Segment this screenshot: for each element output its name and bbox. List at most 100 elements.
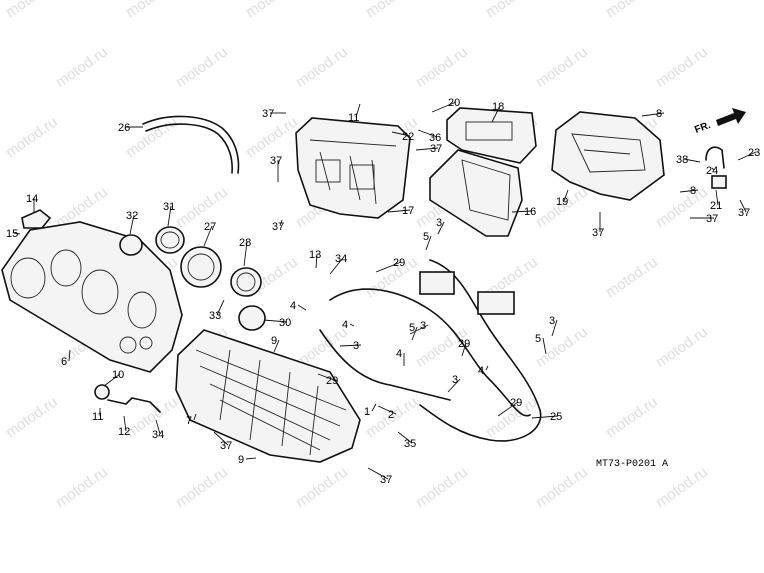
watermark: motod.ru xyxy=(3,113,61,161)
watermark: motod.ru xyxy=(173,463,231,511)
callout-c19: 19 xyxy=(556,189,569,208)
callout-number: 4 xyxy=(396,348,402,360)
callout-c3a: 3 xyxy=(436,217,445,235)
leader-line xyxy=(243,241,248,267)
callout-c16: 16 xyxy=(511,206,536,218)
watermark: motod.ru xyxy=(413,43,471,91)
callout-c37e: 37 xyxy=(592,212,604,239)
callout-c11a: 11 xyxy=(348,103,361,124)
leader-line xyxy=(317,373,335,381)
leader-line xyxy=(542,337,547,355)
callout-c24: 24 xyxy=(706,165,718,177)
callout-c5b: 5 xyxy=(409,322,418,341)
callout-number: 5 xyxy=(535,333,541,345)
callout-number: 8 xyxy=(690,185,696,197)
callout-c3b: 3 xyxy=(409,320,429,335)
leader-line xyxy=(415,147,439,151)
part-14-bracket xyxy=(21,209,52,229)
callout-c37h: 37 xyxy=(367,467,392,486)
callout-c37a: 37 xyxy=(262,108,286,120)
leader-line xyxy=(679,189,699,193)
callout-c32: 32 xyxy=(126,210,138,235)
callout-number: 3 xyxy=(549,315,555,327)
leader-line xyxy=(497,401,519,417)
callout-number: 30 xyxy=(279,317,291,329)
callout-number: 19 xyxy=(556,196,568,208)
callout-c36: 36 xyxy=(417,129,441,144)
diagram-code: MT73-P0201 A xyxy=(596,459,668,470)
callout-c12: 12 xyxy=(118,415,130,438)
part-27-speedometer xyxy=(180,246,222,288)
watermark: motod.ru xyxy=(603,253,661,301)
callout-number: 13 xyxy=(309,249,321,261)
front-direction-indicator: FR. xyxy=(693,108,746,136)
leader-line xyxy=(425,235,432,251)
watermark: motod.ru xyxy=(363,253,421,301)
part-10-sensor xyxy=(94,384,110,400)
part-1-wire-harness xyxy=(329,288,531,417)
callout-c10: 10 xyxy=(103,369,124,387)
leader-line xyxy=(367,467,389,480)
leader-line xyxy=(245,457,257,460)
watermark: motod.ru xyxy=(123,0,181,21)
part-6-meter-panel xyxy=(1,221,183,373)
leader-line xyxy=(123,415,127,432)
watermark: motod.ru xyxy=(173,183,231,231)
callout-c29a: 29 xyxy=(375,257,405,273)
part-26-hose xyxy=(142,115,240,174)
callout-number: 3 xyxy=(353,340,359,352)
callout-number: 20 xyxy=(448,97,460,109)
callout-c22: 22 xyxy=(391,131,414,143)
leader-line xyxy=(103,373,121,387)
watermark: motod.ru xyxy=(3,393,61,441)
watermark: motod.ru xyxy=(653,463,711,511)
callout-number: 37 xyxy=(738,207,750,219)
callout-c37f: 37 xyxy=(738,199,750,219)
callout-c18: 18 xyxy=(491,101,504,123)
parts-drawing xyxy=(1,107,727,463)
leader-line xyxy=(461,342,467,357)
watermark: motod.ru xyxy=(653,43,711,91)
watermark: motod.ru xyxy=(533,323,591,371)
callout-c15: 15 xyxy=(6,228,21,240)
callout-c3d: 3 xyxy=(549,315,558,337)
callout-number: 3 xyxy=(452,374,458,386)
part-30-gauge xyxy=(238,305,266,331)
callout-c4b: 4 xyxy=(342,319,355,331)
leader-line xyxy=(377,405,397,415)
callout-number: 21 xyxy=(710,200,722,212)
leader-line xyxy=(397,431,413,444)
callout-c5c: 5 xyxy=(535,333,547,355)
leader-line xyxy=(739,199,747,213)
callout-number: 25 xyxy=(550,411,562,423)
leader-line xyxy=(349,323,355,327)
callout-number: 14 xyxy=(26,193,38,205)
callout-number: 28 xyxy=(239,237,251,249)
callout-number: 37 xyxy=(270,155,282,167)
callout-number: 33 xyxy=(209,310,221,322)
leader-line xyxy=(203,225,213,247)
watermark: motod.ru xyxy=(53,43,111,91)
callout-c30: 30 xyxy=(263,317,291,329)
leader-line xyxy=(387,209,411,213)
callout-number: 32 xyxy=(126,210,138,222)
callout-c2: 2 xyxy=(377,405,397,421)
leader-line xyxy=(297,304,307,311)
callout-c38: 38 xyxy=(676,154,701,166)
callout-c37d: 37 xyxy=(272,219,284,233)
leader-line xyxy=(431,101,457,113)
callout-number: 37 xyxy=(592,227,604,239)
leader-line xyxy=(216,299,225,316)
watermark: motod.ru xyxy=(533,463,591,511)
callout-number: 37 xyxy=(272,221,284,233)
callout-c28: 28 xyxy=(239,237,251,267)
callout-number: 26 xyxy=(118,122,130,134)
leader-line xyxy=(737,151,757,161)
callout-c8a: 8 xyxy=(641,108,665,120)
watermark: motod.ru xyxy=(293,43,351,91)
watermark: motod.ru xyxy=(653,183,711,231)
front-arrow-icon xyxy=(716,108,746,126)
leader-line xyxy=(531,415,559,419)
callout-number: 29 xyxy=(393,257,405,269)
callout-number: 29 xyxy=(458,338,470,350)
